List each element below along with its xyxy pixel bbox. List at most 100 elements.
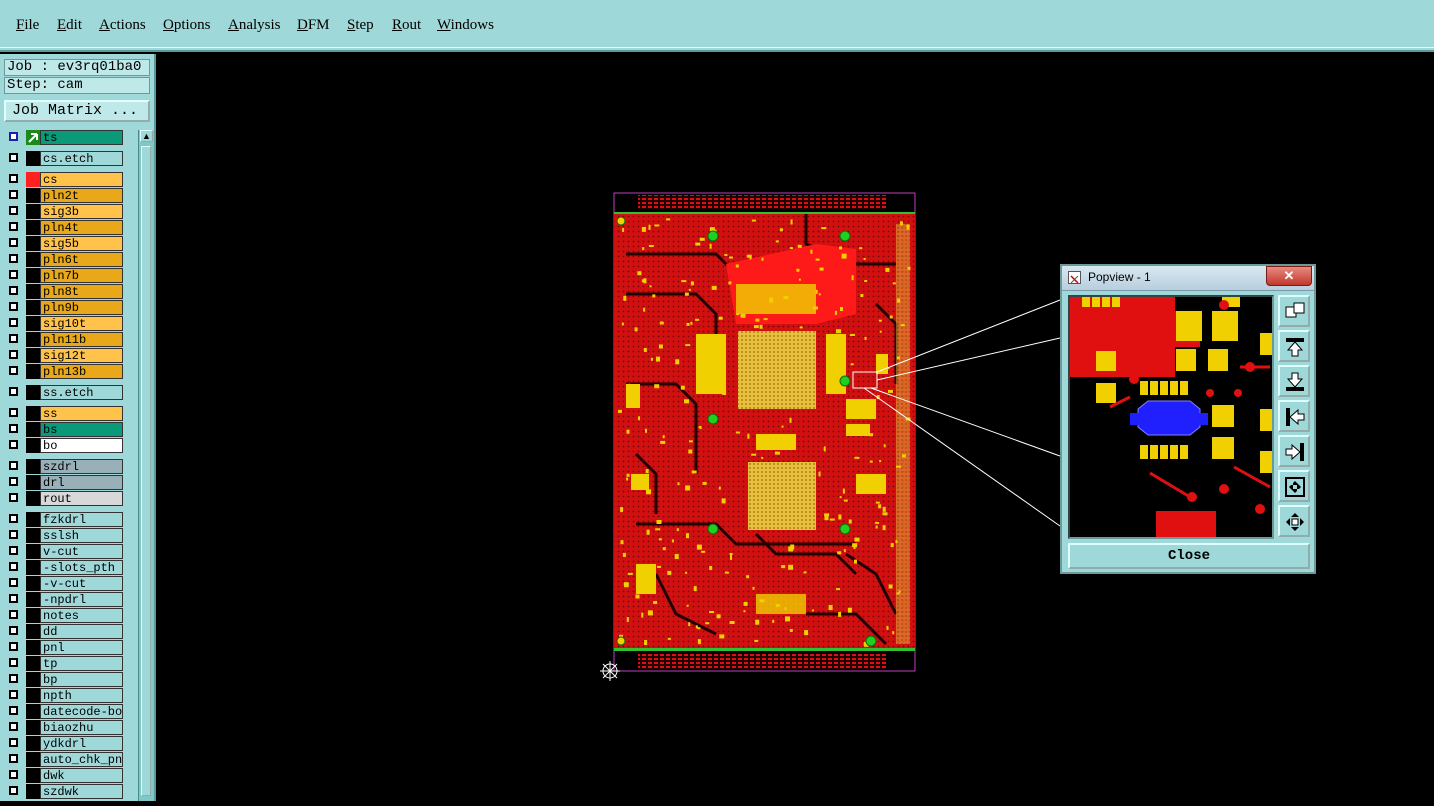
layer-color-swatch[interactable] (26, 268, 40, 283)
layer-checkbox[interactable] (9, 440, 18, 449)
layer-color-swatch[interactable] (26, 624, 40, 639)
layer-color-swatch[interactable] (26, 576, 40, 591)
job-matrix-button[interactable]: Job Matrix ... (4, 100, 150, 122)
layer-color-swatch[interactable] (26, 236, 40, 251)
pan-right-icon[interactable] (1278, 435, 1310, 467)
popview-close-button[interactable]: Close (1068, 543, 1310, 569)
layer-checkbox[interactable] (9, 174, 18, 183)
scroll-thumb[interactable] (141, 146, 151, 796)
layer-row-ydkdrl[interactable]: ydkdrl (6, 736, 124, 751)
layer-row-v-cut[interactable]: -v-cut (6, 576, 124, 591)
layer-row-sig10t[interactable]: sig10t (6, 316, 124, 331)
scroll-up-arrow-icon[interactable]: ▲ (140, 130, 153, 142)
layer-row-bs[interactable]: bs (6, 422, 124, 437)
layer-checkbox[interactable] (9, 350, 18, 359)
layer-checkbox[interactable] (9, 408, 18, 417)
layer-checkbox[interactable] (9, 562, 18, 571)
layer-row-fzkdrl[interactable]: fzkdrl (6, 512, 124, 527)
layer-color-swatch[interactable] (26, 491, 40, 506)
layer-row-pnl[interactable]: pnl (6, 640, 124, 655)
layer-checkbox[interactable] (9, 461, 18, 470)
layer-row-sig3b[interactable]: sig3b (6, 204, 124, 219)
layer-color-swatch[interactable] (26, 348, 40, 363)
popview-zoomed-view[interactable] (1068, 295, 1274, 539)
layer-row-sig12t[interactable]: sig12t (6, 348, 124, 363)
layer-checkbox[interactable] (9, 706, 18, 715)
layer-color-swatch[interactable] (26, 704, 40, 719)
layer-row-cs[interactable]: cs (6, 172, 124, 187)
menu-windows[interactable]: Windows (437, 17, 494, 33)
layer-row-sig5b[interactable]: sig5b (6, 236, 124, 251)
layer-checkbox[interactable] (9, 254, 18, 263)
layer-checkbox[interactable] (9, 770, 18, 779)
layer-checkbox[interactable] (9, 302, 18, 311)
menu-dfm[interactable]: DFM (297, 17, 330, 33)
layer-row-pln7b[interactable]: pln7b (6, 268, 124, 283)
menu-analysis[interactable]: Analysis (228, 17, 281, 33)
layer-color-swatch[interactable] (26, 475, 40, 490)
layer-row-datecode-bo[interactable]: datecode-bo (6, 704, 124, 719)
layer-color-swatch[interactable] (26, 608, 40, 623)
pcb-view[interactable] (156, 54, 1434, 801)
layer-checkbox[interactable] (9, 674, 18, 683)
layer-row-sslsh[interactable]: sslsh (6, 528, 124, 543)
layer-row-pln13b[interactable]: pln13b (6, 364, 124, 379)
layer-checkbox[interactable] (9, 610, 18, 619)
layer-color-swatch[interactable] (26, 784, 40, 799)
layer-color-swatch[interactable] (26, 385, 40, 400)
layer-row-notes[interactable]: notes (6, 608, 124, 623)
layer-checkbox[interactable] (9, 493, 18, 502)
layer-checkbox[interactable] (9, 238, 18, 247)
layer-row-slots-pth[interactable]: -slots_pth (6, 560, 124, 575)
layer-row-szdrl[interactable]: szdrl (6, 459, 124, 474)
layer-checkbox[interactable] (9, 387, 18, 396)
layer-color-swatch[interactable] (26, 736, 40, 751)
layer-list-scrollbar[interactable]: ▲ (138, 130, 154, 801)
layer-color-swatch[interactable] (26, 284, 40, 299)
layer-row-v-cut[interactable]: v-cut (6, 544, 124, 559)
layer-row-pln2t[interactable]: pln2t (6, 188, 124, 203)
layer-checkbox[interactable] (9, 642, 18, 651)
layer-row-tp[interactable]: tp (6, 656, 124, 671)
layer-row-biaozhu[interactable]: biaozhu (6, 720, 124, 735)
layer-row-dd[interactable]: dd (6, 624, 124, 639)
layer-checkbox[interactable] (9, 270, 18, 279)
layer-color-swatch[interactable] (26, 220, 40, 235)
menu-file[interactable]: File (16, 17, 40, 33)
layer-color-swatch[interactable] (26, 252, 40, 267)
pan-down-icon[interactable] (1278, 365, 1310, 397)
layer-checkbox[interactable] (9, 132, 18, 141)
popview-titlebar[interactable]: Popview - 1 ✕ (1062, 266, 1314, 291)
layer-checkbox[interactable] (9, 530, 18, 539)
layer-color-swatch[interactable] (26, 656, 40, 671)
layer-color-swatch[interactable] (26, 188, 40, 203)
layer-row-ss-etch[interactable]: ss.etch (6, 385, 124, 400)
layer-checkbox[interactable] (9, 477, 18, 486)
layer-color-swatch[interactable] (26, 528, 40, 543)
layer-checkbox[interactable] (9, 626, 18, 635)
layer-color-swatch[interactable] (26, 406, 40, 421)
menu-edit[interactable]: Edit (57, 17, 83, 33)
menu-options[interactable]: Options (163, 17, 211, 33)
layer-color-swatch[interactable] (26, 204, 40, 219)
layer-row-cs-etch[interactable]: cs.etch (6, 151, 124, 166)
layer-color-swatch[interactable] (26, 544, 40, 559)
layer-checkbox[interactable] (9, 738, 18, 747)
layer-color-swatch[interactable] (26, 151, 40, 166)
layer-row-ss[interactable]: ss (6, 406, 124, 421)
layer-color-swatch[interactable] (26, 688, 40, 703)
layer-checkbox[interactable] (9, 334, 18, 343)
pan-left-icon[interactable] (1278, 400, 1310, 432)
layer-row-pln11b[interactable]: pln11b (6, 332, 124, 347)
pan-up-icon[interactable] (1278, 330, 1310, 362)
layer-color-swatch[interactable] (26, 316, 40, 331)
zoom-window-icon[interactable] (1278, 295, 1310, 327)
layer-row-ts[interactable]: ts (6, 130, 124, 145)
layer-checkbox[interactable] (9, 318, 18, 327)
layer-checkbox[interactable] (9, 722, 18, 731)
layer-checkbox[interactable] (9, 206, 18, 215)
window-close-icon[interactable]: ✕ (1266, 266, 1312, 286)
layer-checkbox[interactable] (9, 546, 18, 555)
layer-color-swatch[interactable] (26, 438, 40, 453)
layer-row-pln8t[interactable]: pln8t (6, 284, 124, 299)
